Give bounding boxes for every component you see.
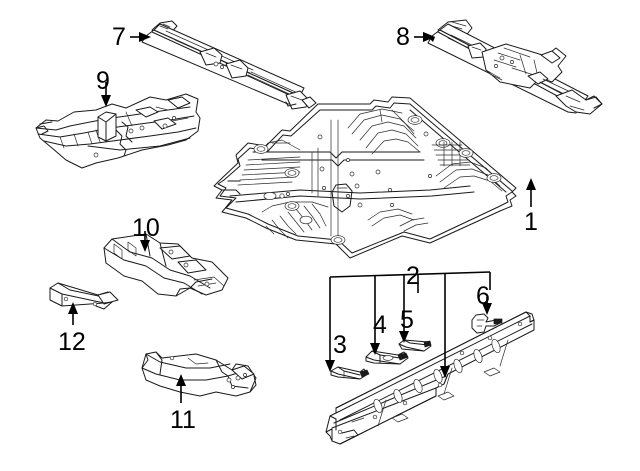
- callout-label-4: 4: [373, 311, 387, 339]
- part-front-floor-side-member: [35, 93, 201, 169]
- leader-12: [68, 302, 78, 325]
- part-floor-pan-assembly: [213, 96, 517, 259]
- callout-label-2: 2: [406, 262, 420, 290]
- part-reinforcement-bracket-small: [330, 366, 370, 380]
- part-rocker-panel-reinforcement-set: [325, 311, 535, 445]
- leader-8: [414, 32, 435, 42]
- part-front-seat-crossmember-right: [427, 19, 603, 115]
- leader-7: [130, 32, 151, 42]
- callout-label-7: 7: [112, 23, 126, 51]
- leader-10: [140, 231, 150, 252]
- leader-6: [482, 297, 492, 315]
- callout-label-3: 3: [333, 331, 347, 359]
- part-clip-retainer: [471, 313, 503, 334]
- part-rear-floor-side-member: [141, 351, 257, 397]
- part-front-seat-crossmember-left: [141, 20, 317, 110]
- callout-label-5: 5: [400, 306, 414, 334]
- leader-9: [101, 82, 111, 107]
- part-bracket-support: [49, 282, 119, 310]
- callout-label-9: 9: [96, 67, 110, 95]
- callout-label-1: 1: [524, 208, 538, 236]
- leader-1: [526, 178, 536, 207]
- leader-11: [176, 374, 186, 403]
- callout-label-8: 8: [396, 23, 410, 51]
- callout-label-10: 10: [132, 214, 160, 242]
- part-floor-side-rail-reinforcement: [103, 233, 229, 297]
- callout-label-11: 11: [170, 406, 196, 434]
- callout-label-6: 6: [476, 282, 490, 310]
- callout-label-12: 12: [58, 328, 86, 356]
- leader-2: [325, 271, 491, 378]
- part-reinforcement-bracket-medium: [365, 350, 409, 365]
